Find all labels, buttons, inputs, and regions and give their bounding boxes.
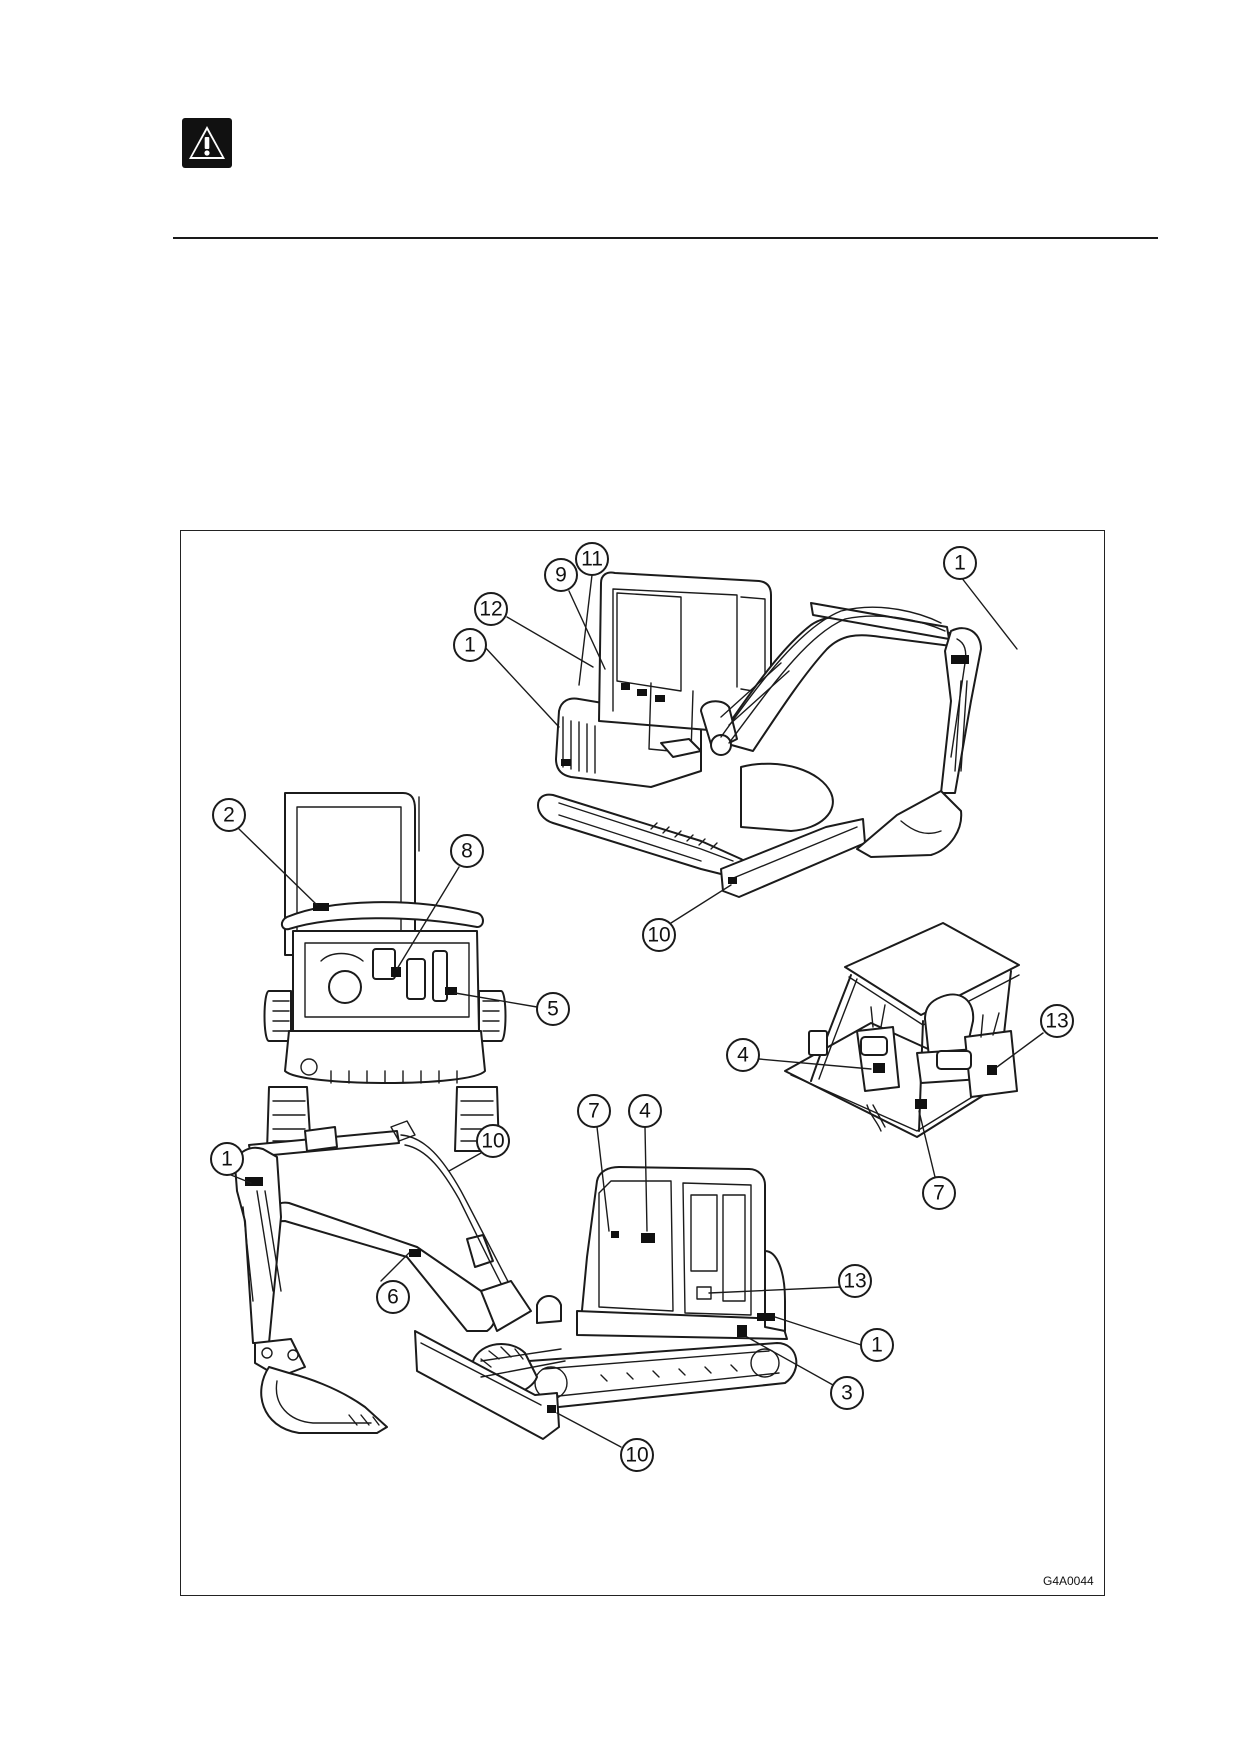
callout-1-side-left: 1 [221,1148,233,1171]
section-divider [173,237,1158,239]
callout-11-top: 11 [581,548,603,571]
callout-7-side: 7 [588,1100,600,1123]
callout-4-cab: 4 [737,1044,749,1067]
callout-1-side-right: 1 [871,1334,883,1357]
callout-group-side: 7 4 10 1 13 6 1 3 10 [210,1094,894,1472]
callout-12-top: 12 [479,598,502,621]
callout-2-rear: 2 [223,804,235,827]
callout-10-side-bottom: 10 [625,1444,648,1467]
callout-3-side: 3 [841,1382,853,1405]
excavator-diagram: 11 9 12 1 1 10 [210,542,1094,1588]
figure-reference-code: G4A0044 [1043,1574,1094,1588]
callout-group-rear: 2 8 5 [212,798,570,1026]
callout-13-cab: 13 [1045,1010,1068,1033]
callout-5-rear: 5 [547,998,559,1021]
label-location-figure: 11 9 12 1 1 10 [180,530,1105,1596]
callout-4-side: 4 [639,1100,651,1123]
warning-triangle-icon [182,118,232,168]
callout-1-top-right: 1 [954,552,966,575]
callout-8-rear: 8 [461,840,473,863]
callout-10-side-top: 10 [481,1130,504,1153]
excavator-side-view [234,1120,798,1440]
excavator-cab-view [784,922,1020,1138]
callout-10-top: 10 [647,924,670,947]
callout-group-top: 11 9 12 1 1 10 [453,542,1018,952]
callout-7-cab: 7 [933,1182,945,1205]
callout-group-cab: 4 13 7 [726,1004,1074,1210]
callout-9-top: 9 [555,564,567,587]
callout-13-side: 13 [843,1270,866,1293]
callout-6-side: 6 [387,1286,399,1309]
callout-1-top-left: 1 [464,634,476,657]
excavator-top-view [537,571,982,898]
